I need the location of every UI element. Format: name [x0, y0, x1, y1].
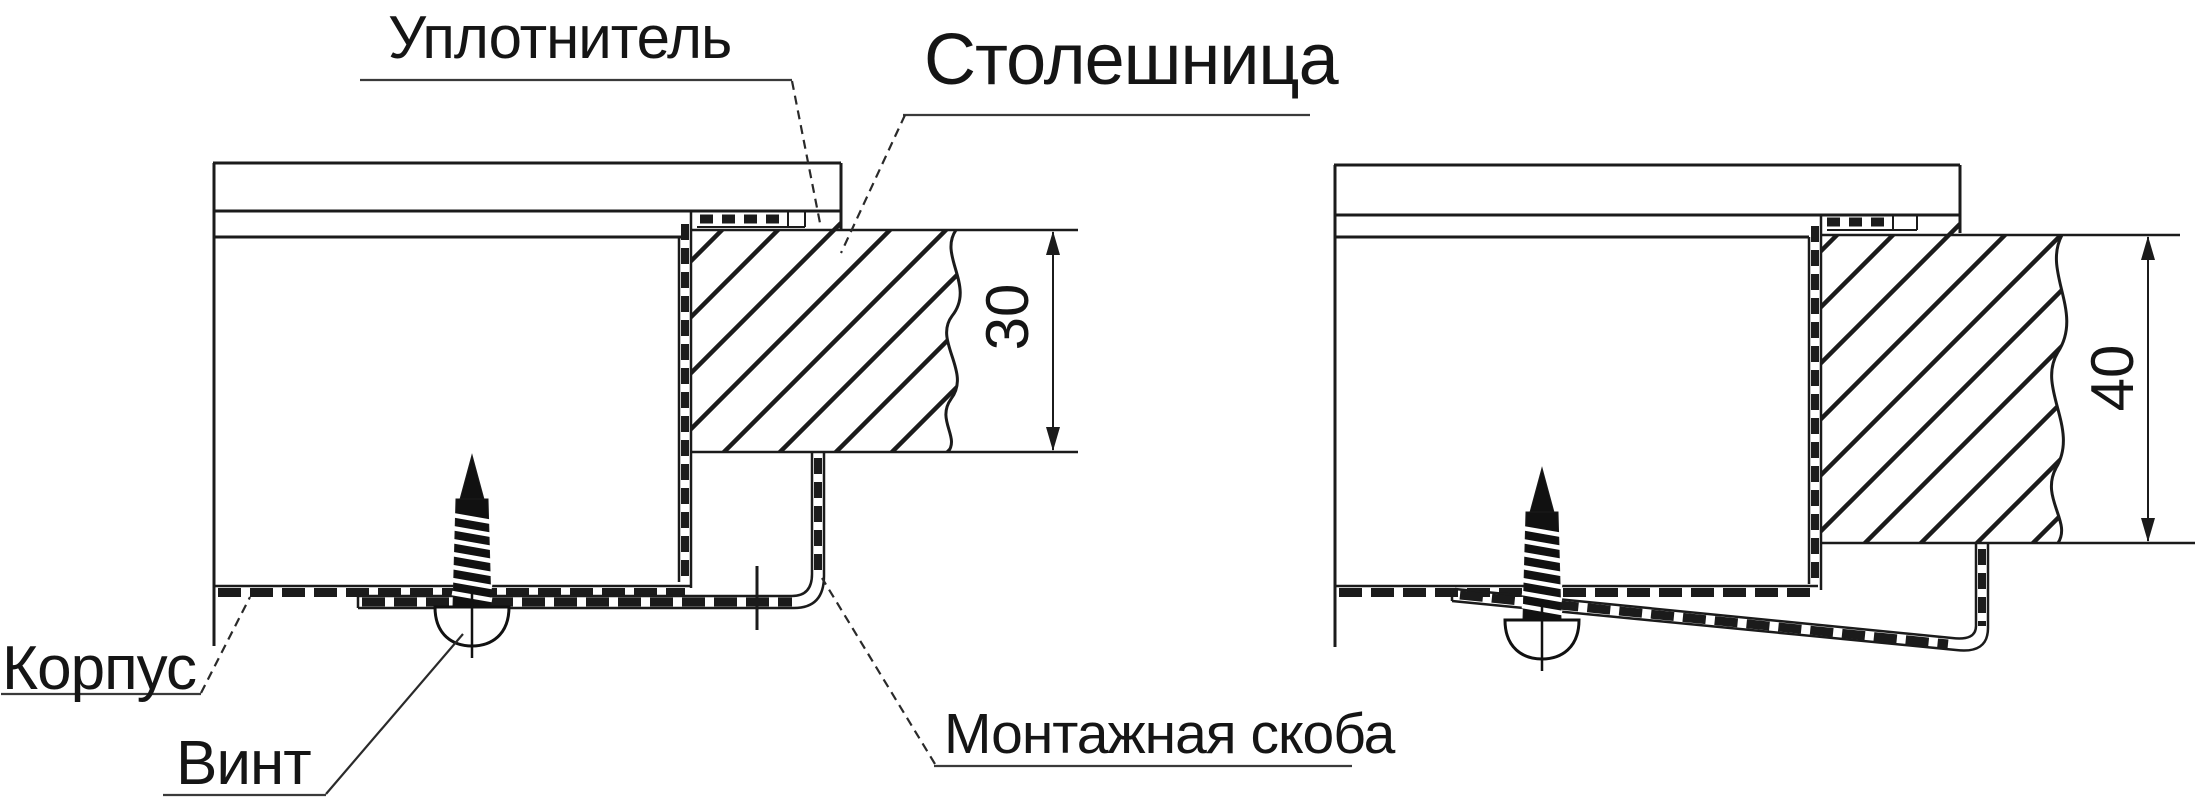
leader-seal: [790, 80, 822, 224]
leader-bracket: [821, 577, 936, 765]
mounting-bracket-left: [356, 452, 826, 630]
label-seal: Уплотнитель: [388, 4, 732, 71]
left-section-view: [1, 78, 1352, 797]
label-body: Корпус: [2, 634, 197, 703]
leader-countertop: [840, 114, 906, 254]
right-section-view: [1333, 163, 2195, 671]
seal-strip-left: [697, 212, 806, 228]
leader-body: [200, 596, 251, 694]
countertop-section-left: [691, 211, 1078, 454]
screw-icon-left: [435, 455, 509, 658]
dimension-text-30: 30: [973, 283, 1041, 351]
sink-body-right: [1333, 163, 1962, 647]
seal-strip-right: [1827, 216, 1918, 231]
dimension-40: [2141, 236, 2155, 542]
countertop-break-line-left: [944, 229, 962, 453]
screw-icon-right: [1505, 468, 1579, 671]
sink-bottom-flange-right: [1335, 584, 1818, 597]
countertop-break-line-right: [2049, 234, 2069, 544]
countertop-section-right: [1821, 215, 2195, 545]
sink-fold-edge-right: [1807, 215, 1823, 590]
dimension-30: [1046, 231, 1060, 451]
label-bracket: Монтажная скоба: [944, 702, 1395, 766]
dimension-text-40: 40: [2078, 344, 2146, 412]
sink-fold-edge-left: [677, 211, 693, 588]
sink-body-left: [212, 161, 843, 646]
callouts-left: [1, 78, 1352, 797]
label-countertop: Столешница: [924, 20, 1339, 100]
label-screw: Винт: [176, 729, 312, 798]
leader-screw: [325, 633, 464, 795]
sink-bottom-flange-left: [214, 584, 691, 597]
